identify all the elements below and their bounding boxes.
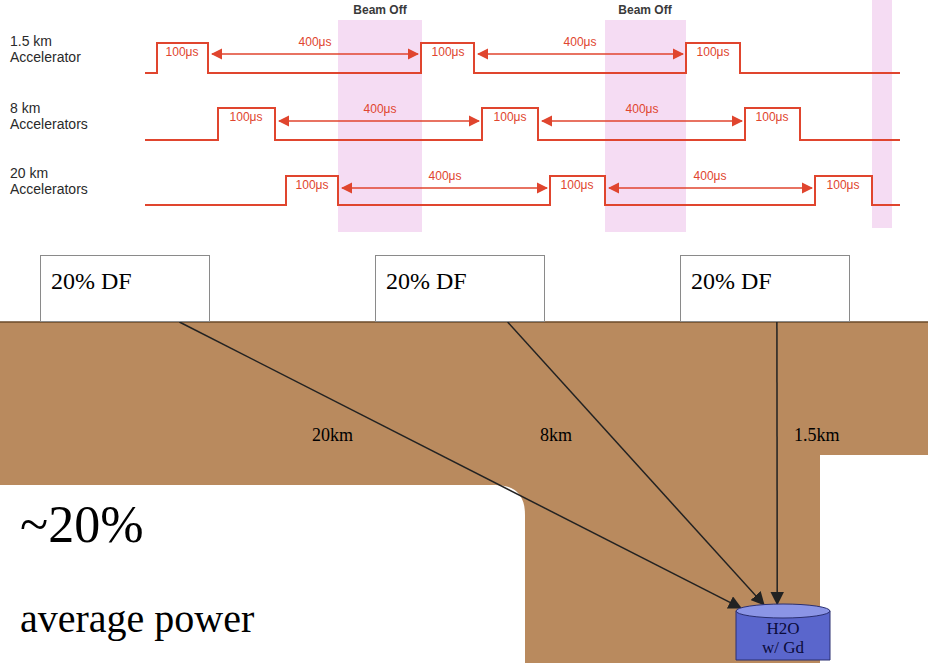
tank-top (736, 604, 830, 618)
site-box: 20% DF (375, 255, 545, 322)
pulse-train (145, 108, 900, 140)
accelerator-label: 1.5 km Accelerator (10, 33, 102, 65)
beam-off-band (338, 20, 422, 232)
duration-label: 100μs (166, 46, 199, 60)
site-box: 20% DF (680, 255, 850, 322)
duration-label: 400μs (364, 103, 397, 117)
note-text: average power (20, 596, 254, 642)
duration-label: 100μs (697, 46, 730, 60)
beam-path-arrow (776, 322, 778, 604)
accelerator-label: 20 km Accelerators (10, 165, 102, 197)
beam-off-label: Beam Off (618, 4, 671, 18)
duration-label: 400μs (564, 36, 597, 50)
pulse-train (145, 176, 900, 205)
note-text: ~20% (20, 495, 143, 555)
interval-arrow (542, 120, 742, 122)
pulse-train (145, 43, 900, 73)
duration-label: 100μs (827, 179, 860, 193)
beam-off-band (605, 20, 686, 232)
duration-label: 400μs (429, 170, 462, 184)
box-text: 20% DF (386, 268, 534, 295)
duration-label: 100μs (296, 179, 329, 193)
duration-label: 100μs (230, 111, 263, 125)
duration-label: 400μs (694, 170, 727, 184)
duration-label: 400μs (626, 103, 659, 117)
beam-off-band (872, 0, 892, 228)
interval-arrow (342, 187, 547, 189)
box-text: 20% DF (691, 268, 839, 295)
tank-text: H2O w/ Gd (759, 620, 807, 657)
ground (0, 322, 928, 663)
distance-label: 8km (538, 425, 574, 446)
duration-label: 100μs (432, 46, 465, 60)
duration-label: 100μs (494, 111, 527, 125)
beam-off-label: Beam Off (353, 4, 406, 18)
accelerator-label: 8 km Accelerators (10, 100, 102, 132)
duration-label: 400μs (299, 36, 332, 50)
text-panel (0, 485, 525, 663)
beam-path-arrow (508, 322, 764, 605)
beam-path-arrow (179, 322, 740, 608)
detector-tank: H2O w/ Gd (735, 603, 831, 661)
interval-arrow (609, 187, 812, 189)
interval-arrow (212, 53, 418, 55)
duration-label: 100μs (756, 111, 789, 125)
duration-label: 100μs (561, 179, 594, 193)
site-box: 20% DF (40, 255, 210, 322)
interval-arrow (279, 120, 479, 122)
distance-label: 1.5km (792, 425, 842, 446)
distance-label: 20km (310, 425, 355, 446)
interval-arrow (478, 53, 683, 55)
box-text: 20% DF (51, 268, 199, 295)
